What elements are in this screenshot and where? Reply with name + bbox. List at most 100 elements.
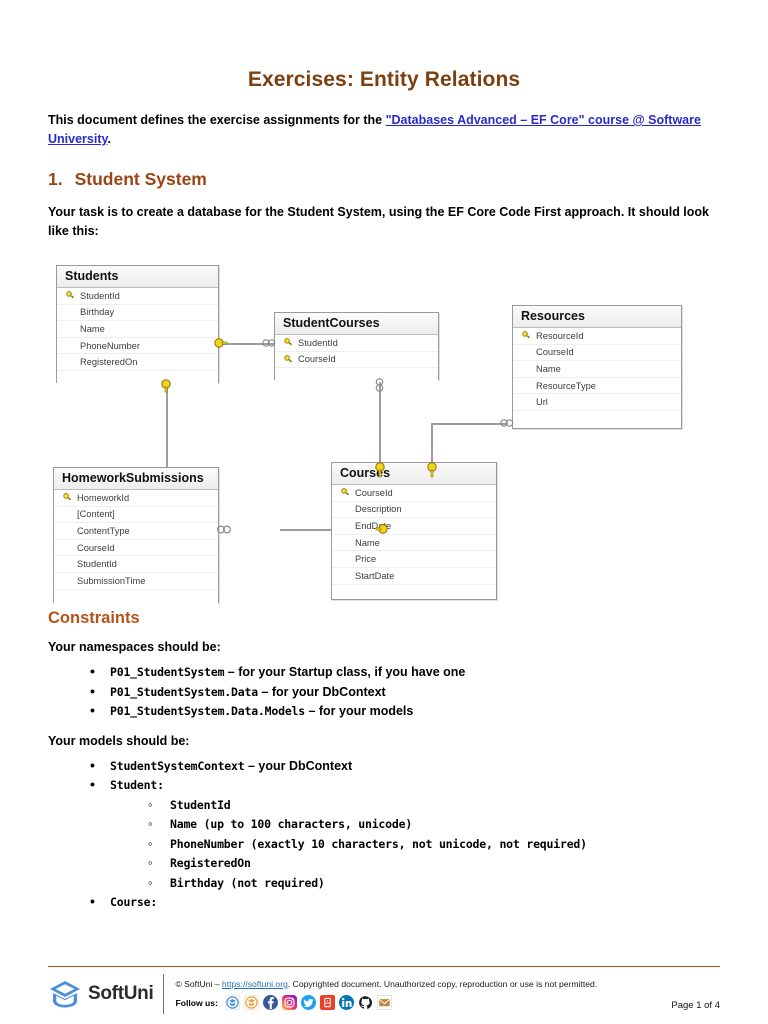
- namespace-desc: – for your DbContext: [257, 684, 386, 699]
- table-homeworksubmissions-fields: HomeworkId [Content] ContentType CourseI…: [54, 490, 218, 604]
- field-label: CourseId: [536, 347, 574, 358]
- softuni-blue-icon[interactable]: [224, 995, 240, 1010]
- endpoint-key-students-bottom: [161, 379, 171, 393]
- intro-text-before: This document defines the exercise assig…: [48, 113, 386, 127]
- table-row: Name: [332, 535, 496, 552]
- table-row: StudentId: [275, 335, 438, 352]
- table-courses-fields: CourseId Description EndDate Name Price: [332, 485, 496, 599]
- table-students-fields: StudentId Birthday Name PhoneNumber Regi…: [57, 288, 218, 385]
- field-label: SubmissionTime: [77, 575, 146, 586]
- field-label: StudentId: [77, 559, 117, 570]
- namespaces-label: Your namespaces should be:: [48, 640, 221, 654]
- field-label: Name: [536, 363, 561, 374]
- namespace-desc: – for your models: [304, 704, 414, 718]
- table-row: ResourceType: [513, 378, 681, 395]
- table-row: ContentType: [54, 523, 218, 540]
- primary-key-icon: [60, 493, 75, 502]
- table-studentcourses[interactable]: StudentCourses StudentId CourseId: [274, 312, 439, 383]
- section-number: 1.: [48, 169, 63, 189]
- course-link[interactable]: "Databases Advanced – EF Core" course @ …: [48, 113, 701, 146]
- namespace-desc: – for your Startup class, if you have on…: [224, 665, 466, 679]
- connector-students-studentcourses: [216, 343, 274, 345]
- list-item: PhoneNumber (exactly 10 characters, not …: [148, 834, 720, 855]
- connector-studentcourses-courses: [379, 380, 381, 472]
- table-courses[interactable]: Courses CourseId Description EndDate: [331, 462, 497, 600]
- softuni-url-link[interactable]: https://softuni.org: [221, 979, 288, 989]
- table-row: Name: [57, 321, 218, 338]
- property-label: Birthday (not required): [170, 875, 325, 890]
- property-label: RegisteredOn: [170, 856, 251, 870]
- field-label: Description: [355, 504, 402, 515]
- softuni-orange-icon[interactable]: [243, 995, 259, 1010]
- github-icon[interactable]: [357, 995, 373, 1010]
- connector-homework-courses: [280, 529, 380, 531]
- table-resources-fields: ResourceId CourseId Name ResourceType Ur…: [513, 328, 681, 425]
- linkedin-icon[interactable]: [338, 995, 354, 1010]
- copyright-line: © SoftUni – https://softuni.org. Copyrig…: [175, 978, 671, 990]
- namespace-code: P01_StudentSystem: [110, 665, 225, 679]
- table-row: StartDate: [332, 568, 496, 585]
- graduation-cap-icon: [50, 981, 80, 1008]
- list-item: P01_StudentSystem – for your Startup cla…: [90, 662, 720, 683]
- page-title: Exercises: Entity Relations: [247, 68, 521, 91]
- student-properties-list: StudentId Name (up to 100 characters, un…: [110, 795, 720, 894]
- table-filler: [57, 371, 218, 385]
- section-title: Student System: [74, 169, 207, 189]
- page-footer: SoftUni © SoftUni – https://softuni.org.…: [48, 966, 720, 1014]
- namespaces-list: P01_StudentSystem – for your Startup cla…: [48, 662, 720, 722]
- table-filler: [275, 368, 438, 382]
- table-row: SubmissionTime: [54, 573, 218, 590]
- table-homeworksubmissions-title: HomeworkSubmissions: [54, 468, 218, 490]
- copyright-prefix: © SoftUni –: [175, 979, 222, 989]
- intro-text-after: .: [107, 132, 111, 146]
- facebook-icon[interactable]: [262, 995, 278, 1010]
- table-resources-title: Resources: [513, 306, 681, 328]
- table-row: ResourceId: [513, 328, 681, 345]
- list-item: Student: StudentId Name (up to 100 chara…: [90, 775, 720, 894]
- model-desc: – your DbContext: [244, 758, 353, 773]
- field-label: [Content]: [77, 509, 115, 520]
- table-students[interactable]: Students StudentId Birthday Name: [56, 265, 219, 385]
- table-filler: [54, 590, 218, 604]
- list-item: Birthday (not required): [148, 873, 720, 894]
- instagram-icon[interactable]: [281, 995, 297, 1010]
- endpoint-key-courses-left: [375, 524, 388, 534]
- twitter-icon[interactable]: [300, 995, 316, 1010]
- table-studentcourses-title: StudentCourses: [275, 313, 438, 335]
- email-icon[interactable]: [376, 995, 392, 1010]
- field-label: CourseId: [298, 354, 336, 365]
- field-label: ContentType: [77, 525, 130, 536]
- list-item: RegisteredOn: [148, 853, 720, 874]
- field-label: StudentId: [80, 290, 120, 301]
- youtube-icon[interactable]: [319, 995, 335, 1010]
- field-label: Name: [80, 323, 105, 334]
- primary-key-icon: [338, 488, 353, 497]
- table-homeworksubmissions[interactable]: HomeworkSubmissions HomeworkId [Content]…: [53, 467, 219, 604]
- list-item: P01_StudentSystem.Data – for your DbCont…: [90, 682, 720, 703]
- field-label: EndDate: [355, 520, 392, 531]
- models-label: Your models should be:: [48, 733, 190, 748]
- list-item: StudentSystemContext – your DbContext: [90, 756, 720, 777]
- section-heading-student-system: 1. Student System: [48, 169, 720, 190]
- list-item: StudentId: [148, 795, 720, 816]
- follow-label: Follow us:: [175, 997, 218, 1008]
- copyright-suffix: . Copyrighted document. Unauthorized cop…: [287, 979, 598, 989]
- endpoint-crowsfoot-homework-right: [217, 525, 232, 534]
- table-row: HomeworkId: [54, 490, 218, 507]
- constraints-heading: Constraints: [48, 609, 140, 627]
- list-item: Course:: [90, 892, 720, 913]
- table-row: Description: [332, 502, 496, 519]
- table-row: Url: [513, 394, 681, 411]
- table-row: Birthday: [57, 305, 218, 322]
- model-code: StudentSystemContext: [110, 758, 245, 773]
- field-label: Name: [355, 537, 380, 548]
- primary-key-icon: [281, 338, 296, 347]
- list-item: P01_StudentSystem.Data.Models – for your…: [90, 701, 720, 722]
- table-filler: [332, 585, 496, 599]
- table-resources[interactable]: Resources ResourceId CourseId Name: [512, 305, 682, 429]
- field-label: StudentId: [298, 337, 338, 348]
- er-diagram: Students StudentId Birthday Name: [48, 259, 720, 609]
- connector-resources-courses-h: [431, 423, 506, 425]
- table-row: StudentId: [54, 556, 218, 573]
